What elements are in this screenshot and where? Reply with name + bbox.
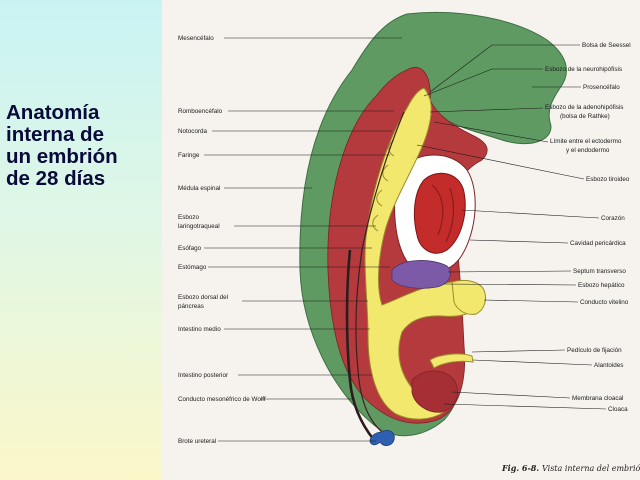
heart-fold [431,184,455,243]
label-esofago: Esófago [178,245,202,252]
label-mesencefalo: Mesencéfalo [178,35,214,42]
label-intestino-posterior: Intestino posterior [178,372,228,379]
label-esbozo-dorsal: Esbozo dorsal del [178,294,228,301]
label-laringotraqueal: laringotraqueal [178,223,220,230]
embryo-illustration: Mesencéfalo Romboencéfalo Notocorda Fari… [178,11,640,473]
label-bolsa-seessel: Bolsa de Seessel [582,42,631,49]
label-esbozo-tiroideo: Esbozo tiroideo [586,176,630,183]
allantois [429,353,474,369]
caption-fig-number: Fig. 6-8. [501,463,539,473]
label-faringe: Faringe [178,152,200,159]
label-endodermo: y el endodermo [566,147,610,154]
yolk-duct [451,279,487,315]
label-pancreas: páncreas [178,303,204,310]
label-alantoides: Alantoides [594,362,623,369]
embryo-diagram: Mesencéfalo Romboencéfalo Notocorda Fari… [162,0,640,480]
label-medula-espinal: Médula espinal [178,185,220,192]
left-labels: Mesencéfalo Romboencéfalo Notocorda Fari… [178,35,402,445]
cloaca-fold [411,370,458,413]
figure-caption: Fig. 6-8. Vista interna del embrión d [501,463,640,473]
pharyngeal-pouches [372,139,395,232]
label-esbozo: Esbozo [178,214,200,221]
title-line: Anatomía [6,101,100,124]
label-bolsa-rathke: (bolsa de Rathke) [560,113,610,120]
label-septum-transverso: Septum transverso [573,268,626,275]
ureteric-bud [369,430,395,446]
label-membrana-cloacal: Membrana cloacal [572,395,623,402]
label-conducto-vitelino: Conducto vitelino [580,299,629,306]
right-labels: Bolsa de Seessel Esbozo de la neurohipóf… [416,42,631,413]
label-cavidad-pericardica: Cavidad pericárdica [570,240,626,247]
slide-title: Anatomía interna de un embrión de 28 día… [6,102,158,190]
septum-transversum [391,260,451,289]
title-line: un embrión [6,145,118,168]
label-adenohipofisis: Esbozo de la adenohipófisis [545,104,623,111]
notochord [355,111,405,433]
heart [413,172,466,254]
label-limite-ectodermo: Límite entre el ectodermo [550,138,622,145]
label-brote-ureteral: Brote ureteral [178,438,216,445]
endoderm-gut-tube [364,87,485,420]
label-cloaca: Cloaca [608,406,628,413]
label-notocorda: Notocorda [178,128,208,135]
title-line: de 28 días [6,167,106,190]
caption-text: Vista interna del embrión d [542,464,640,473]
label-pediculo-fijacion: Pedículo de fijación [567,347,622,354]
title-panel: Anatomía interna de un embrión de 28 día… [0,0,162,480]
label-intestino-medio: Intestino medio [178,326,221,333]
label-romboencefalo: Romboencéfalo [178,108,223,115]
label-conducto-wolff: Conducto mesonéfrico de Wolff [178,396,266,403]
label-estomago: Estómago [178,264,207,271]
label-prosencefalo: Prosencéfalo [583,84,620,91]
label-corazon: Corazón [601,215,625,222]
label-esbozo-hepatico: Esbozo hepático [578,282,625,289]
title-line: interna de [6,123,104,146]
label-neurohipofisis: Esbozo de la neurohipófisis [545,66,622,73]
